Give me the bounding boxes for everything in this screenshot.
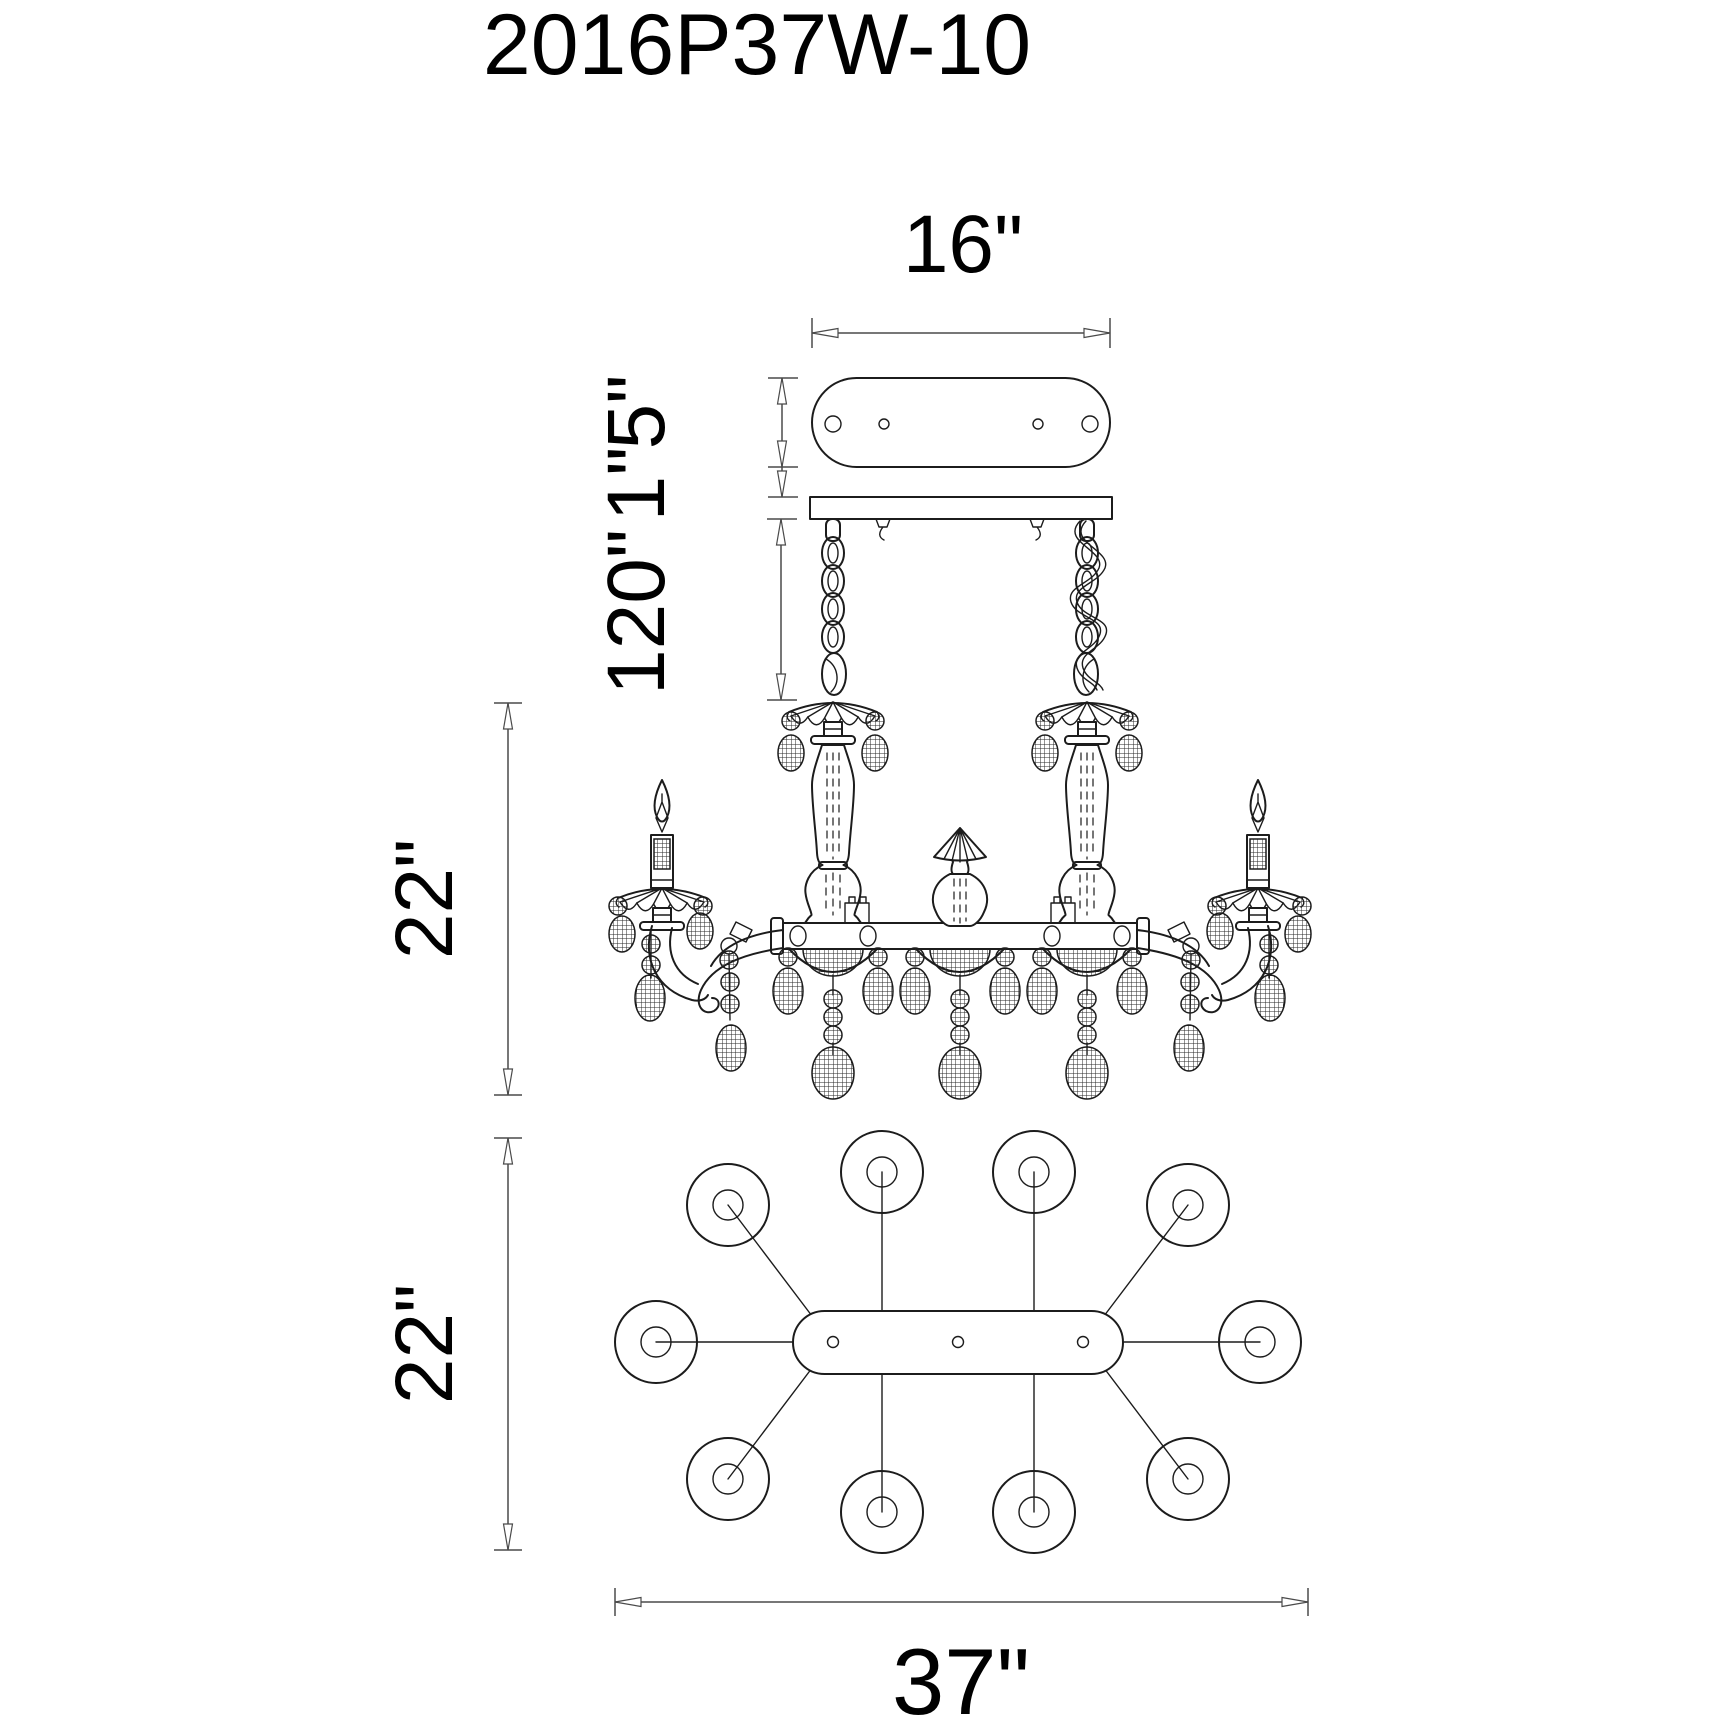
bar-endcap xyxy=(770,917,784,955)
canopy-hook xyxy=(875,518,891,541)
crystal-bead xyxy=(720,972,740,992)
dim-label-1: 1" xyxy=(591,447,682,522)
page-title: 2016P37W-10 xyxy=(483,0,1031,93)
crystal-drop xyxy=(608,915,636,953)
column-bobeche xyxy=(786,701,880,745)
bar-hole xyxy=(789,925,807,947)
canopy xyxy=(811,377,1111,468)
power-cord xyxy=(1069,520,1108,691)
crystal-bead xyxy=(720,994,740,1014)
crystal-drop xyxy=(686,912,714,950)
arm xyxy=(647,921,784,1014)
under-bar-cluster xyxy=(773,948,893,1099)
crystal-bead xyxy=(865,711,885,731)
dim-plan-depth: 22" xyxy=(379,1137,522,1551)
bar-bracket xyxy=(844,896,870,924)
crystal-bead xyxy=(719,950,739,970)
dim-suspension-length: 120" xyxy=(591,518,797,701)
mounting-bar xyxy=(809,496,1113,520)
chain-hook xyxy=(821,652,847,696)
fixture-half xyxy=(608,518,893,1099)
crystal-drop xyxy=(777,734,805,772)
chain xyxy=(821,518,847,696)
center-finial xyxy=(931,827,989,927)
dim-label-22-plan: 22" xyxy=(379,1284,470,1404)
plan-view: 22" 37" xyxy=(379,1130,1309,1728)
elevation-view: 16" 5" 1" xyxy=(379,199,1311,1099)
canopy-hole xyxy=(824,415,842,433)
dim-canopy-width: 16" xyxy=(811,199,1111,348)
arm-clamp xyxy=(729,921,753,943)
crystal-drop xyxy=(715,1024,747,1072)
plan-hole xyxy=(951,1335,965,1349)
crystal-bead xyxy=(693,896,713,916)
crystal-bead xyxy=(781,711,801,731)
dim-fixture-height: 22" xyxy=(379,702,522,1096)
crystal-drop xyxy=(634,974,666,1022)
dim-canopy-depth: 5" xyxy=(591,375,798,468)
dim-label-22-height: 22" xyxy=(379,839,470,959)
plan-hole xyxy=(826,1335,840,1349)
crystal-bead xyxy=(641,934,661,954)
canopy-hole xyxy=(1032,418,1044,430)
dim-label-120: 120" xyxy=(591,529,682,695)
dim-label-37: 37" xyxy=(892,1629,1030,1728)
dim-label-16: 16" xyxy=(903,199,1023,290)
candle xyxy=(650,779,674,889)
plan-arms xyxy=(655,1171,1261,1513)
canopy-hole xyxy=(878,418,890,430)
fixture-half-mirror xyxy=(1027,519,1311,1099)
dim-canopy-gap: 1" xyxy=(591,447,798,522)
bar-hole xyxy=(859,925,877,947)
crystal-drop xyxy=(861,734,889,772)
crystal-bead xyxy=(608,896,628,916)
arm-chain xyxy=(715,950,747,1072)
dim-fixture-width: 37" xyxy=(614,1588,1309,1728)
center-cluster xyxy=(900,948,1020,1099)
plan-hole xyxy=(1076,1335,1090,1349)
canopy-hole xyxy=(1081,415,1099,433)
plan-body xyxy=(792,1310,1124,1375)
dim-label-5: 5" xyxy=(591,375,682,450)
